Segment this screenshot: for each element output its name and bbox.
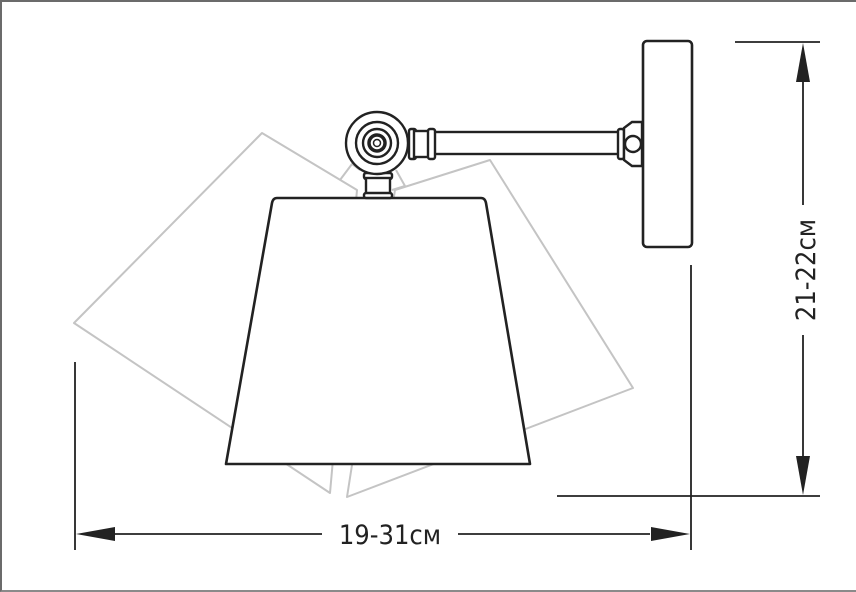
wall-plate: [641, 39, 694, 249]
ghost-shade-right: [346, 159, 634, 498]
stem: [362, 171, 394, 200]
arm: [407, 120, 644, 168]
width-dimension: [74, 265, 692, 550]
width-label: 19-31см: [339, 520, 441, 551]
height-label: 21-22см: [791, 219, 822, 321]
shade: [224, 196, 532, 466]
swivel-joint: [344, 110, 410, 176]
height-dimension: [557, 41, 820, 497]
